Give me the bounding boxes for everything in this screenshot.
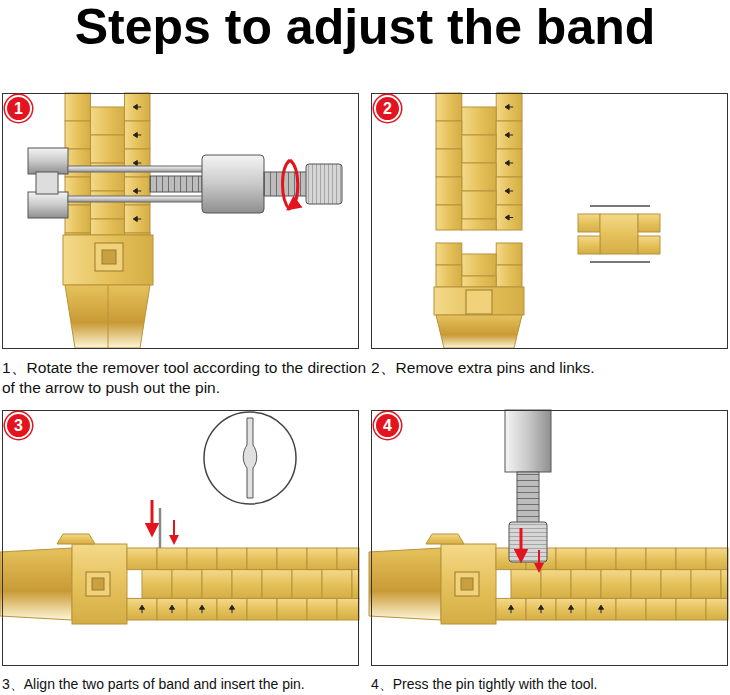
arrow-mark xyxy=(509,605,514,613)
step-panel: 1、Rotate the remover tool according to t… xyxy=(2,93,359,349)
callout-number: 3 xyxy=(14,418,23,434)
arrow-mark xyxy=(133,189,141,194)
arrow-mark xyxy=(230,605,235,613)
arrow-mark xyxy=(200,605,205,613)
callout-number: 1 xyxy=(14,101,23,117)
arrow-mark xyxy=(569,605,574,613)
step-number: 1 xyxy=(5,95,32,122)
step-panel: 4、Press the pin tightly with the tool.4 xyxy=(371,410,728,666)
arrow-mark xyxy=(133,133,141,138)
arrow-mark xyxy=(505,189,513,194)
arrow-mark xyxy=(133,217,141,222)
arrow-mark xyxy=(140,605,145,613)
arrow-mark xyxy=(539,605,544,613)
arrow-mark xyxy=(505,215,513,220)
arrow-mark xyxy=(170,605,175,613)
step-caption: 3、Align the two parts of band and insert… xyxy=(2,675,374,693)
arrow-mark xyxy=(505,105,513,110)
arrow-mark xyxy=(133,105,141,110)
step-number: 4 xyxy=(374,412,401,439)
step-caption: 1、Rotate the remover tool according to t… xyxy=(2,358,374,398)
step-number: 3 xyxy=(5,412,32,439)
callout-number: 4 xyxy=(383,418,392,434)
arrow-mark xyxy=(505,133,513,138)
step-caption: 2、Remove extra pins and links. xyxy=(371,358,730,378)
arrow-mark xyxy=(133,161,141,166)
step-panel: 3、Align the two parts of band and insert… xyxy=(2,410,359,666)
step-panel: 2、Remove extra pins and links.2 xyxy=(371,93,728,349)
arrow-mark xyxy=(599,605,604,613)
step-number: 2 xyxy=(374,95,401,122)
title: Steps to adjust the band xyxy=(0,0,730,56)
callout-number: 2 xyxy=(383,101,392,117)
step-caption: 4、Press the pin tightly with the tool. xyxy=(371,675,730,693)
arrow-mark xyxy=(505,161,513,166)
